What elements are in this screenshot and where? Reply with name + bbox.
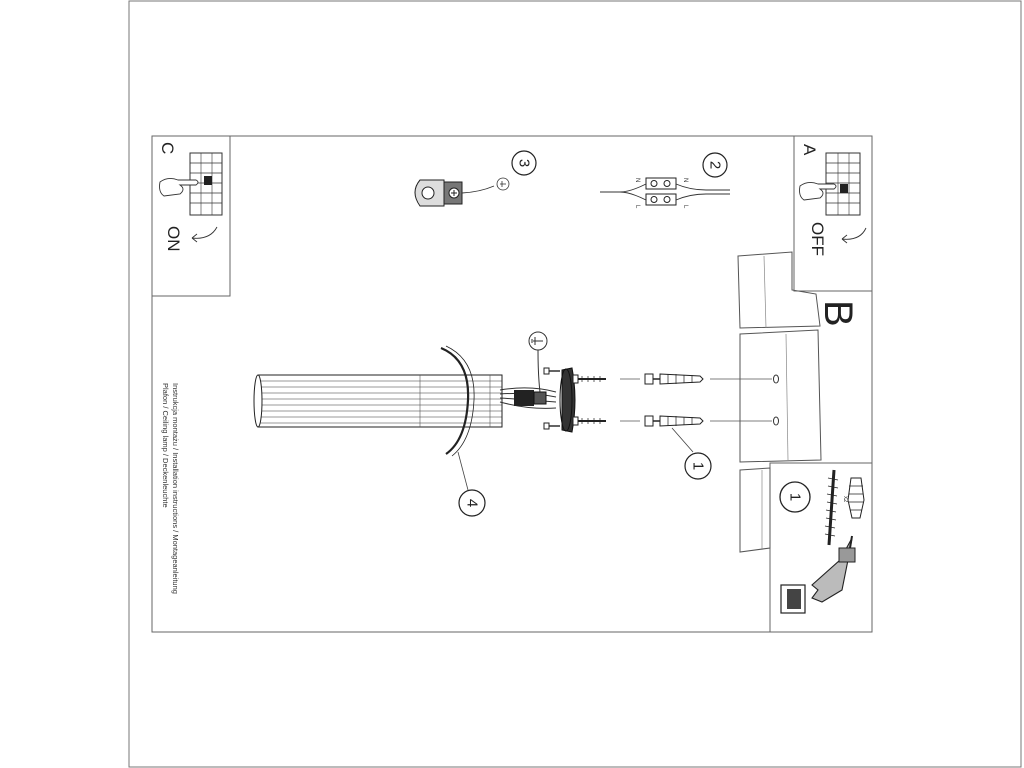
screw-icon [572, 416, 606, 426]
panel-a [793, 135, 873, 292]
screw-icon [543, 367, 560, 375]
hand-icon [799, 181, 837, 201]
terminal-label-l-right: L [682, 205, 688, 209]
wall-plug-icon [659, 415, 704, 427]
wall-plug-icon [659, 373, 704, 385]
hand-icon [159, 177, 199, 197]
section-label-b: B [816, 300, 860, 327]
step-3-number: 3 [516, 159, 533, 167]
step-4-callout [458, 489, 486, 517]
connector-terminals: N L N L [600, 177, 730, 209]
screw-icon [644, 373, 660, 385]
caption-line-2: Plafon / Ceiling lamp / Deckenleuchte [161, 383, 170, 508]
wiring [499, 349, 557, 409]
screw-icon [824, 469, 839, 546]
panel-b1: 1 x2 [769, 462, 873, 633]
screw-icon [644, 415, 660, 427]
ground-symbol-icon [528, 331, 548, 351]
step-4-number: 4 [464, 499, 481, 507]
wall-plug-icon [847, 477, 865, 519]
page-border [128, 0, 1022, 768]
panel-a-border [793, 135, 873, 292]
screw-icon [543, 422, 560, 430]
switch-state-on: ON [164, 226, 183, 252]
switch-state-off: OFF [808, 222, 827, 256]
drill-hole [773, 374, 779, 384]
terminal-label-l: L [634, 205, 640, 209]
drill-hole [773, 416, 779, 426]
diagram-frame [151, 135, 873, 633]
section-label-a: A [800, 144, 819, 156]
mounting-plate [559, 367, 576, 433]
panel-c-border [151, 135, 231, 297]
terminal-label-n-right: N [682, 178, 688, 182]
step-2-number: 2 [707, 161, 724, 169]
curved-arrow-icon [191, 226, 218, 239]
step-1-badge [779, 481, 811, 513]
terminal-label-n: N [634, 178, 640, 182]
step-1-callout [684, 452, 712, 480]
screw-icon [572, 374, 606, 384]
drill-icon [780, 535, 856, 614]
lamp-body [253, 374, 503, 428]
ground-lug-detail [414, 177, 510, 207]
step-1-callout-number: 1 [690, 462, 707, 470]
curved-arrow-icon [841, 227, 867, 240]
step-3-callout [511, 150, 537, 176]
terminal-block [514, 390, 547, 406]
step-2-callout [702, 152, 728, 178]
caption-line-1: Instrukcja montażu / Installation instru… [171, 383, 180, 594]
ceiling-surface [737, 251, 822, 553]
circuit-breaker-icon [825, 152, 861, 216]
panel-c [151, 135, 231, 297]
dowel-count: x2 [842, 496, 848, 503]
section-label-c: C [158, 142, 177, 155]
step-1-number: 1 [787, 493, 804, 501]
lamp-ring [440, 346, 470, 455]
